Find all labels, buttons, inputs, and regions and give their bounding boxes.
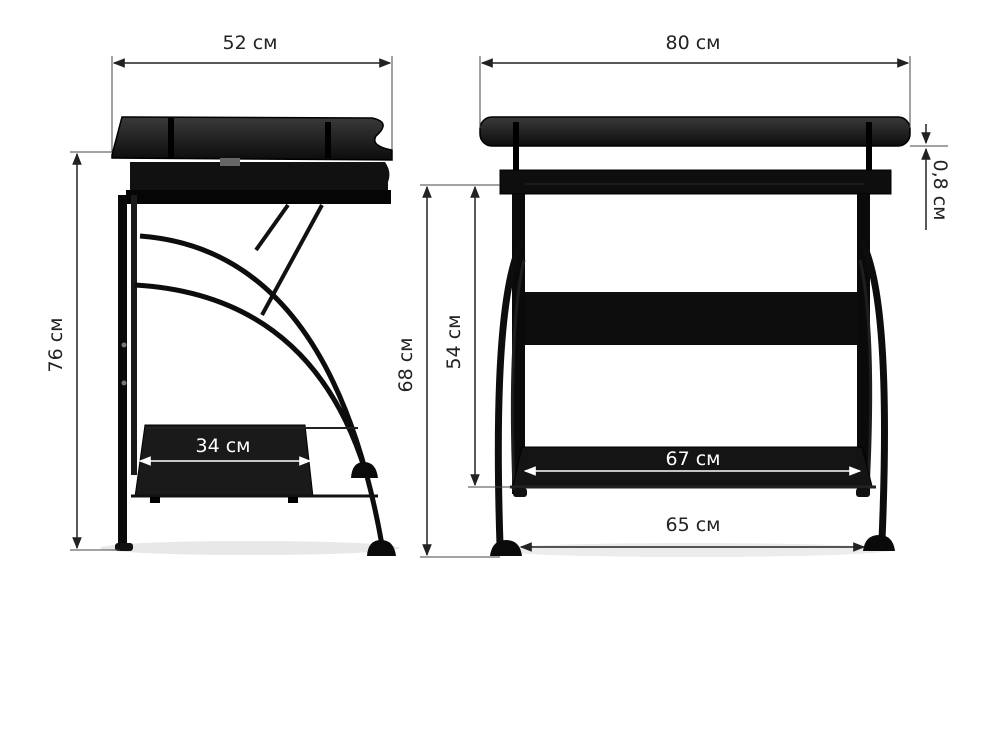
front-shelf-label: 67 см — [666, 448, 721, 470]
side-diagonal-brace — [260, 204, 324, 316]
front-top-post — [513, 122, 519, 170]
front-width-dimension: 80 см — [479, 32, 911, 128]
side-top-post — [168, 118, 174, 158]
front-height-54-label: 54 см — [443, 315, 465, 370]
side-leg-bolt — [121, 342, 127, 348]
front-foot-right — [863, 535, 895, 551]
side-diagonal-brace — [254, 203, 290, 252]
side-leg-bolt — [121, 380, 127, 386]
front-height-68-dimension: 68 см — [395, 184, 500, 558]
front-keyboard-tray — [499, 169, 892, 195]
side-foot — [115, 543, 133, 551]
front-curved-leg-right-inner — [858, 259, 873, 491]
side-inner-leg — [131, 195, 137, 475]
front-top-post — [866, 122, 872, 170]
side-small-bracket — [220, 158, 240, 166]
front-modesty-panel — [525, 292, 857, 345]
front-inner-foot — [513, 488, 527, 497]
side-front-leg — [118, 195, 127, 547]
front-thickness-dimension: 0,8 см — [910, 124, 951, 230]
side-height-dimension: 76 см — [45, 151, 120, 551]
front-feet-dimension: 65 см — [519, 514, 866, 552]
front-foot-left — [490, 540, 522, 556]
side-foot — [367, 540, 396, 556]
side-view-desk — [100, 116, 400, 556]
front-feet-label: 65 см — [666, 514, 721, 536]
front-upright-right — [857, 194, 870, 494]
front-glass-top — [479, 116, 911, 147]
front-view-desk — [479, 116, 911, 557]
side-depth-label: 52 см — [223, 32, 278, 54]
front-floor-shadow — [492, 543, 892, 557]
side-curved-leg-outer — [139, 233, 385, 546]
side-shelf-clip — [288, 497, 298, 503]
side-shelf-label: 34 см — [196, 435, 251, 457]
side-top-post — [325, 122, 331, 158]
front-curved-leg-left — [494, 240, 526, 546]
front-thickness-label: 0,8 см — [929, 159, 951, 220]
front-height-68-label: 68 см — [395, 338, 417, 393]
side-curved-leg-inner — [134, 282, 368, 471]
side-foot — [351, 462, 378, 478]
side-depth-dimension: 52 см — [111, 32, 393, 152]
side-shelf-clip — [150, 497, 160, 503]
front-inner-foot — [856, 488, 870, 497]
front-curved-leg-left-inner — [510, 259, 526, 491]
side-shelf-dimension: 34 см — [138, 435, 312, 466]
side-glass-top — [111, 116, 393, 161]
side-floor-shadow — [100, 541, 400, 555]
side-height-label: 76 см — [45, 318, 67, 373]
front-width-label: 80 см — [666, 32, 721, 54]
side-tray-rail — [126, 190, 391, 204]
front-curved-leg-right — [858, 240, 888, 541]
front-shelf-dimension: 67 см — [523, 448, 862, 476]
front-height-54-dimension: 54 см — [443, 185, 510, 488]
